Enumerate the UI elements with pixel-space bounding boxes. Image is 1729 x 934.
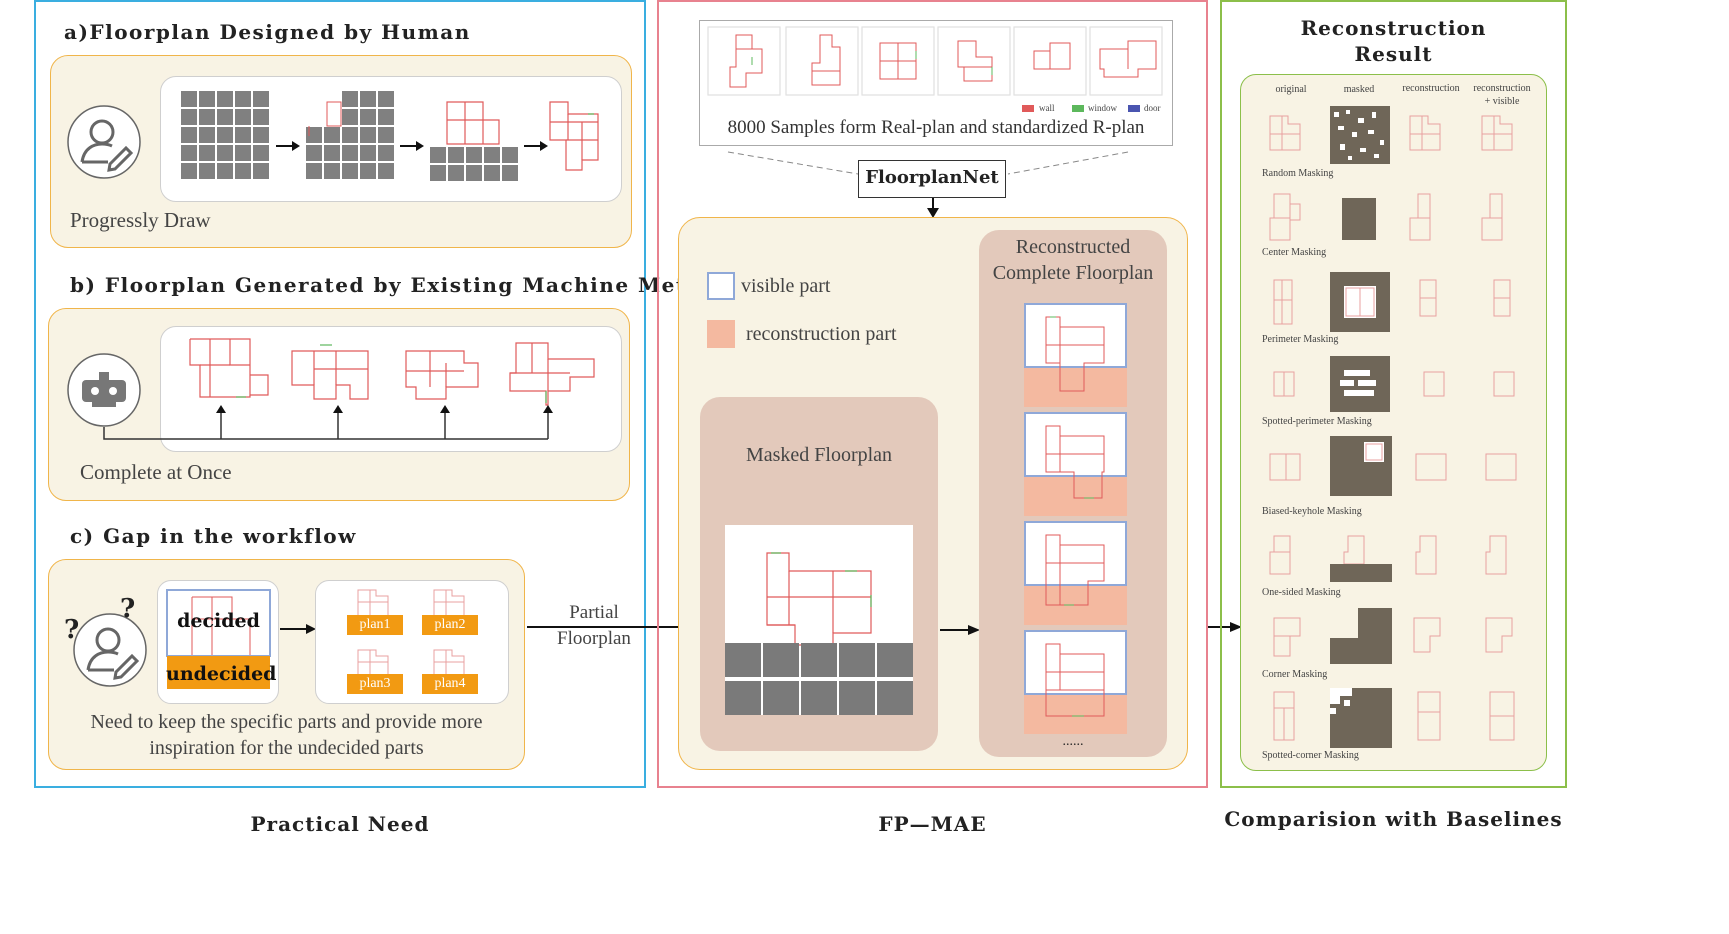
practical-need-label: Practical Need	[250, 812, 430, 836]
reconstruction-result-title-2: Result	[1354, 42, 1433, 66]
comparision-baselines-label: Comparision with Baselines	[1224, 807, 1563, 831]
row-spotted-corner-masking: Spotted-corner Masking	[1262, 750, 1359, 761]
decided-label: decided	[177, 610, 260, 632]
machine-feed-lines	[103, 405, 553, 440]
robot-icon	[67, 353, 141, 427]
reconstructed-plan-4	[1024, 630, 1127, 734]
reconstruction-part-swatch	[707, 320, 735, 348]
arrow-right-icon	[400, 141, 424, 151]
legend-window: window	[1088, 103, 1117, 113]
section-b-title: b) Floorplan Generated by Existing Machi…	[70, 273, 733, 297]
section-a-title: a)Floorplan Designed by Human	[64, 20, 471, 44]
samples-caption: 8000 Samples form Real-plan and standard…	[727, 117, 1145, 138]
plan-tag-3: plan3	[347, 674, 403, 694]
arrow-right-icon	[940, 625, 980, 635]
fp-mae-label: FP—MAE	[878, 812, 987, 836]
reconstructed-plan-3	[1024, 521, 1127, 625]
row-perimeter-masking: Perimeter Masking	[1262, 334, 1339, 345]
reconstructed-label-line1: Reconstructed	[1015, 236, 1131, 258]
question-mark-right: ?	[120, 594, 136, 624]
row-center-masking: Center Masking	[1262, 247, 1327, 258]
practical-need-panel	[34, 0, 646, 788]
baselines-panel	[1220, 0, 1567, 788]
row-spotted-perimeter-masking: Spotted-perimeter Masking	[1262, 416, 1372, 427]
col-reconstruction: reconstruction	[1402, 83, 1460, 94]
row-biased-keyhole-masking: Biased-keyhole Masking	[1262, 506, 1362, 517]
arrow-right-icon	[276, 141, 300, 151]
machine-floorplans	[189, 338, 595, 406]
grid-step-1	[179, 89, 271, 181]
plan-tag-2: plan2	[422, 615, 478, 635]
floorplannet-box	[858, 160, 1006, 198]
row-random-masking: Random Masking	[1262, 168, 1334, 179]
col-masked: masked	[1343, 84, 1375, 95]
legend-door: door	[1144, 103, 1161, 113]
gap-caption-line2: inspiration for the undecided parts	[149, 737, 424, 759]
visible-part-swatch	[707, 272, 735, 300]
machine-outputs-box	[160, 326, 622, 452]
section-c-title: c) Gap in the workflow	[70, 524, 357, 548]
progressly-draw-caption: Progressly Draw	[70, 208, 211, 232]
col-reconstruction-visible-1: reconstruction	[1473, 83, 1531, 94]
reconstructed-plan-1	[1024, 303, 1127, 407]
arrow-down-icon	[927, 198, 939, 218]
reconstruction-result-title-1: Reconstruction	[1300, 16, 1487, 40]
more-ellipsis: ......	[1062, 734, 1084, 749]
plan-tag-4: plan4	[422, 674, 478, 694]
gap-caption-line1: Need to keep the specific parts and prov…	[90, 711, 483, 733]
grid-step-3	[428, 101, 520, 183]
col-original: original	[1275, 84, 1307, 95]
decided-plan	[166, 589, 271, 689]
floorplan-final	[549, 101, 599, 171]
confused-person-icon	[73, 613, 147, 687]
grid-step-2	[304, 89, 396, 181]
legend-swatches	[1022, 105, 1140, 112]
floorplannet-label: FloorplanNet	[865, 167, 999, 188]
undecided-label: undecided	[166, 663, 277, 685]
plan-options-sketches	[357, 589, 465, 677]
sample-thumbnails	[707, 26, 1163, 96]
masked-floorplan-label: Masked Floorplan	[745, 444, 893, 466]
arrow-right-icon	[524, 141, 548, 151]
reconstructed-plan-2	[1024, 412, 1127, 516]
samples-box	[699, 20, 1173, 146]
reconstruction-part-label: reconstruction part	[746, 323, 897, 345]
funnel-dashes	[727, 151, 1129, 175]
legend-wall: wall	[1039, 103, 1055, 113]
reconstructed-label-line2: Complete Floorplan	[992, 262, 1154, 284]
visible-part-label: visible part	[741, 275, 831, 297]
row-corner-masking: Corner Masking	[1262, 669, 1328, 680]
arrow-right-icon	[280, 624, 316, 634]
col-reconstruction-visible-2: + visible	[1484, 96, 1520, 107]
row-one-sided-masking: One-sided Masking	[1262, 587, 1341, 598]
partial-label: Partial	[569, 602, 619, 623]
results-thumbnails	[1269, 106, 1517, 748]
floorplan-label: Floorplan	[557, 628, 631, 649]
plan-tag-1: plan1	[347, 615, 403, 635]
question-mark-left: ?	[64, 615, 80, 645]
masked-floorplan-image	[725, 525, 913, 715]
fp-mae-panel	[657, 0, 1208, 788]
results-grid-box	[1240, 74, 1547, 771]
complete-at-once-caption: Complete at Once	[80, 460, 232, 484]
person-pen-icon	[67, 105, 141, 179]
